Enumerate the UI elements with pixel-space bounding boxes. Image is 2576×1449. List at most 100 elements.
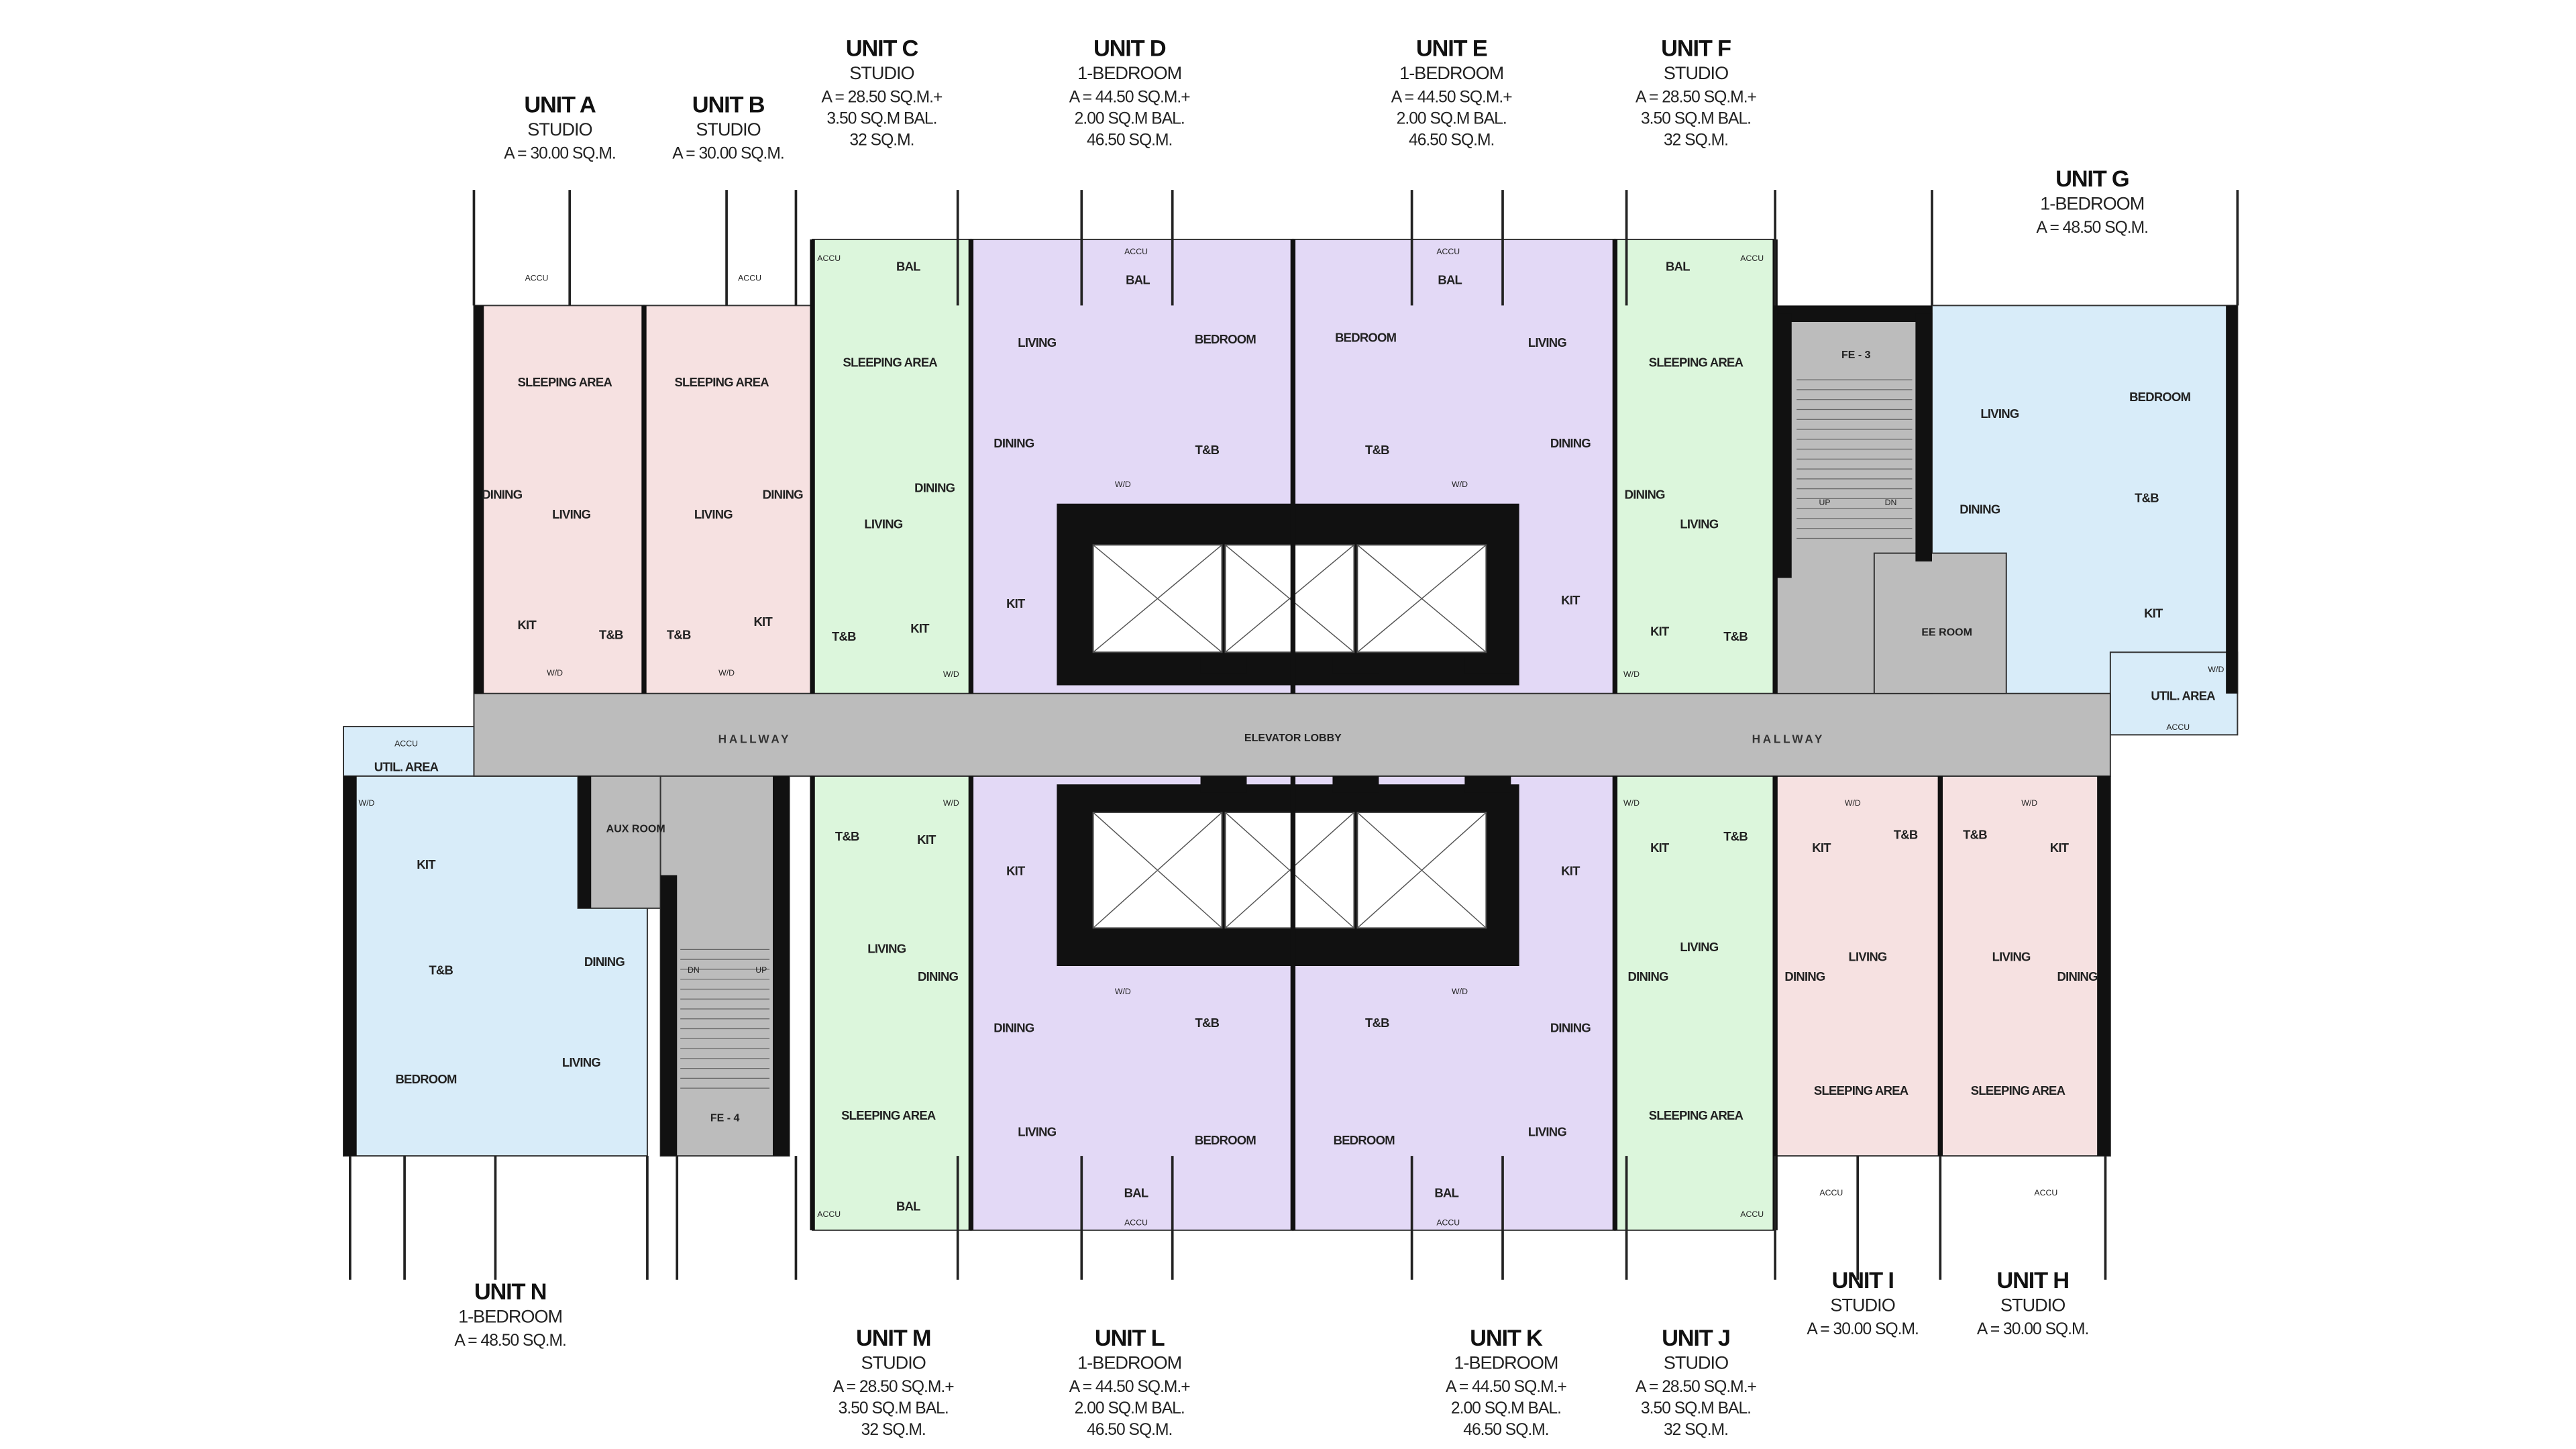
room-label-util-area: UTIL. AREA (374, 760, 439, 774)
room-label-t-b: T&B (599, 628, 623, 642)
unit-area: A = 44.50 SQ.M.+ (1446, 1378, 1566, 1396)
room-label-kit: KIT (1006, 596, 1026, 610)
room-label-accu: ACCU (1124, 1218, 1148, 1227)
room-label-living: LIVING (1980, 407, 2019, 421)
unit-area: A = 44.50 SQ.M.+ (1069, 1378, 1190, 1396)
unit-area: 46.50 SQ.M. (1087, 131, 1172, 150)
room-label-t-b: T&B (1365, 443, 1389, 457)
room-label-kit: KIT (1812, 841, 1831, 855)
column (1464, 657, 1511, 674)
room-label-util-area: UTIL. AREA (2151, 689, 2215, 703)
room-label-dining: DINING (1550, 436, 1591, 450)
unit-area: A = 48.50 SQ.M. (2037, 219, 2149, 237)
room-label-w-d: W/D (1845, 798, 1861, 808)
room-label-dining: DINING (1784, 969, 1825, 983)
room-label-kit: KIT (1006, 864, 1026, 878)
room-label-bedroom: BEDROOM (1335, 331, 1397, 345)
unit-name: UNIT K (1470, 1326, 1543, 1351)
room-label-t-b: T&B (835, 829, 859, 843)
unit-name: UNIT E (1416, 36, 1487, 62)
room-label-living: LIVING (1848, 950, 1886, 964)
unit-i-area (1774, 775, 1941, 1157)
room-label-sleeping-area: SLEEPING AREA (1971, 1083, 2065, 1097)
unit-area: A = 30.00 SQ.M. (1977, 1320, 2089, 1338)
room-label-t-b: T&B (667, 628, 691, 642)
room-label-accu: ACCU (817, 254, 841, 263)
room-label-dining: DINING (1960, 502, 2000, 517)
room-label-sleeping-area: SLEEPING AREA (1814, 1083, 1909, 1097)
unit-area: 32 SQ.M. (861, 1421, 926, 1439)
elevator-lobby-label: ELEVATOR LOBBY (1244, 733, 1342, 744)
unit-a-area (473, 305, 645, 694)
wall-7 (578, 775, 592, 908)
unit-type: STUDIO (1664, 62, 1728, 83)
unit-name: UNIT J (1662, 1326, 1730, 1351)
room-label-bedroom: BEDROOM (1195, 1133, 1256, 1147)
room-label-living: LIVING (867, 941, 906, 955)
unit-area: 46.50 SQ.M. (1409, 131, 1494, 150)
unit-name: UNIT L (1095, 1326, 1165, 1351)
room-label-living: LIVING (1528, 1125, 1566, 1139)
room-label-kit: KIT (1650, 841, 1670, 855)
wall-9 (343, 775, 357, 1157)
room-label-t-b: T&B (1195, 443, 1220, 457)
room-label-dining: DINING (763, 487, 804, 501)
room-label-dining: DINING (584, 955, 625, 969)
room-label-bal: BAL (1438, 272, 1462, 286)
room-label-bal: BAL (896, 260, 920, 274)
unit-type: STUDIO (2000, 1294, 2065, 1315)
unit-legend-l: UNIT L1-BEDROOM A = 44.50 SQ.M.+ 2.00 SQ.M… (1069, 1326, 1191, 1439)
room-label-accu: ACCU (2034, 1188, 2057, 1197)
unit-type: 1-BEDROOM (1454, 1352, 1558, 1373)
unit-area: A = 44.50 SQ.M.+ (1391, 89, 1512, 107)
column (1200, 657, 1247, 674)
unit-area: 3.50 SQ.M BAL. (826, 110, 936, 128)
room-label-w-d: W/D (1623, 669, 1640, 679)
unit-name: UNIT B (692, 92, 765, 117)
wall-5 (660, 875, 678, 1157)
unit-area: A = 48.50 SQ.M. (454, 1332, 566, 1350)
unit-area: A = 30.00 SQ.M. (1807, 1320, 1919, 1338)
unit-b-area (643, 305, 814, 694)
room-label-accu: ACCU (1819, 1188, 1843, 1197)
structure (343, 190, 2239, 1280)
room-label-sleeping-area: SLEEPING AREA (843, 355, 938, 369)
unit-area: 2.00 SQ.M BAL. (1075, 1399, 1185, 1417)
fe3-up-label: UP (1819, 498, 1830, 507)
room-label-w-d: W/D (2208, 665, 2224, 674)
room-label-kit: KIT (2050, 841, 2070, 855)
room-label-dining: DINING (1550, 1020, 1591, 1034)
fe4-stair-area (659, 775, 790, 1157)
unit-type: 1-BEDROOM (1077, 1352, 1181, 1373)
unit-area: 32 SQ.M. (1664, 131, 1728, 150)
unit-f-area (1614, 238, 1776, 694)
unit-area: A = 44.50 SQ.M.+ (1069, 89, 1190, 107)
unit-type: 1-BEDROOM (458, 1306, 562, 1327)
room-label-accu: ACCU (1740, 1210, 1764, 1219)
column (1332, 775, 1379, 793)
room-label-accu: ACCU (1740, 254, 1764, 263)
room-label-living: LIVING (694, 507, 733, 521)
fe3-stair-label: FE - 3 (1841, 350, 1871, 361)
wall-10 (2097, 775, 2110, 1157)
unit-name: UNIT D (1093, 36, 1166, 62)
unit-name: UNIT M (856, 1326, 930, 1351)
room-label-sleeping-area: SLEEPING AREA (1649, 1108, 1743, 1122)
unit-j-area (1614, 775, 1776, 1231)
room-label-bal: BAL (1666, 260, 1690, 274)
unit-area: 32 SQ.M. (849, 131, 914, 150)
wall-8 (474, 305, 484, 694)
common-areas: HALLWAY HALLWAY ELEVATOR LOBBY FE - 3 FE… (606, 350, 1972, 1124)
room-label-accu: ACCU (738, 273, 761, 282)
room-label-living: LIVING (1018, 1125, 1056, 1139)
hallway-right-label: HALLWAY (1752, 733, 1825, 746)
room-label-t-b: T&B (1723, 829, 1748, 843)
